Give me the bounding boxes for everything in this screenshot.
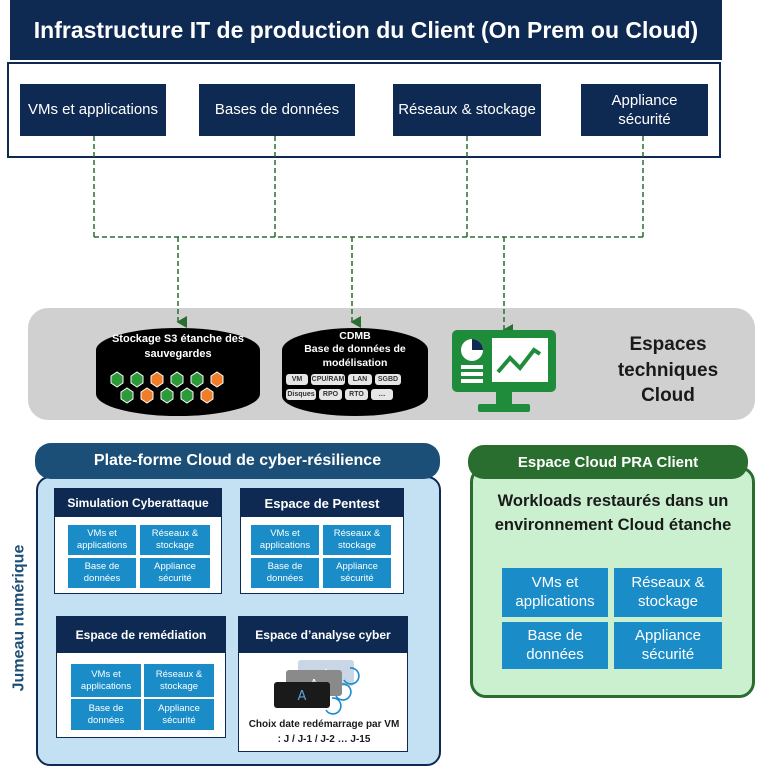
cyber-platform-title: Plate-forme Cloud de cyber-résilience <box>35 443 440 479</box>
cdmb-chip: LAN <box>348 374 372 385</box>
tile-network-storage: Réseaux & stockage <box>144 664 214 697</box>
infra-security-appliance: Appliance sécurité <box>581 84 708 136</box>
cdmb-chip: Disques <box>286 389 316 400</box>
tile-vms: VMs et applications <box>251 525 319 555</box>
cdmb-chip-area: VM CPU/RAM LAN SGBD Disques RPO RTO … <box>280 324 430 420</box>
restart-date-caption: Choix date redémarrage par VM : J / J-1 … <box>248 719 400 745</box>
pra-tile-security-appliance: Appliance sécurité <box>614 622 722 669</box>
infra-title: Infrastructure IT de production du Clien… <box>10 0 722 60</box>
tile-vms: VMs et applications <box>71 664 141 697</box>
pra-tile-vms: VMs et applications <box>502 568 608 617</box>
cdmb-chip: CPU/RAM <box>311 374 345 385</box>
vm-snapshots-icon: A A A <box>274 660 360 715</box>
cdmb-chip: VM <box>286 374 308 385</box>
digital-twin-side-label: Jumeau numérique <box>4 478 34 758</box>
infra-vms: VMs et applications <box>20 84 166 136</box>
card-title: Simulation Cyberattaque <box>55 489 221 517</box>
cdmb-title: CDMB <box>339 330 371 342</box>
tile-database: Base de données <box>68 558 136 588</box>
tile-database: Base de données <box>251 558 319 588</box>
card-title: Espace de remédiation <box>57 617 225 653</box>
pra-description: Workloads restaurés dans un environnemen… <box>494 492 732 534</box>
tile-security-appliance: Appliance sécurité <box>144 699 214 730</box>
cdmb-chip: … <box>371 389 393 400</box>
svg-text:A: A <box>298 689 307 704</box>
s3-storage-label: Stockage S3 étanche des sauvegardes <box>111 333 245 360</box>
digital-twin-label-text: Jumeau numérique <box>10 544 28 692</box>
dashboard-monitor-icon <box>452 330 556 412</box>
s3-storage-cylinder <box>96 328 260 416</box>
pra-title: Espace Cloud PRA Client <box>468 445 748 479</box>
cdmb-chip: RPO <box>319 389 342 400</box>
pra-tile-database: Base de données <box>502 622 608 669</box>
infra-databases: Bases de données <box>199 84 355 136</box>
card-title: Espace de Pentest <box>241 489 403 517</box>
tile-security-appliance: Appliance sécurité <box>323 558 391 588</box>
hexagon-grid <box>110 371 224 404</box>
tile-network-storage: Réseaux & stockage <box>140 525 210 555</box>
cdmb-chip: SGBD <box>375 374 401 385</box>
tile-database: Base de données <box>71 699 141 730</box>
tile-vms: VMs et applications <box>68 525 136 555</box>
cdmb-subtitle: Base de données de modélisation <box>304 343 406 370</box>
pra-tile-network-storage: Réseaux & stockage <box>614 568 722 617</box>
infra-network-storage: Réseaux & stockage <box>393 84 541 136</box>
cloud-spaces-label: Espaces techniques Cloud <box>617 334 719 407</box>
tile-network-storage: Réseaux & stockage <box>323 525 391 555</box>
tile-security-appliance: Appliance sécurité <box>140 558 210 588</box>
card-title: Espace d’analyse cyber <box>239 617 407 653</box>
cdmb-chip: RTO <box>345 389 368 400</box>
